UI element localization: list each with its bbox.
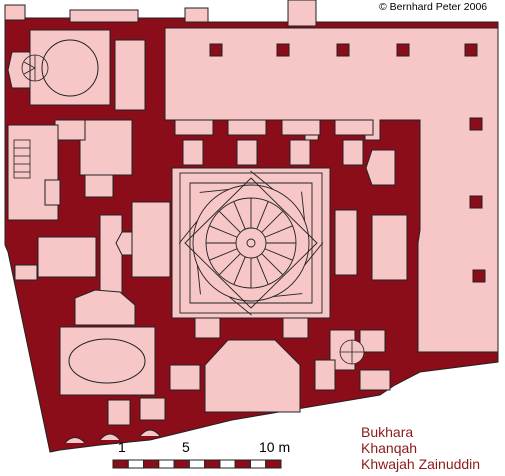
scale-segment bbox=[219, 459, 236, 469]
dome-spoke bbox=[261, 210, 284, 233]
scale-segment bbox=[249, 459, 267, 469]
dome-star-line bbox=[250, 170, 274, 190]
scale-segment bbox=[173, 459, 190, 469]
scale-tick-5: 5 bbox=[182, 439, 190, 455]
dome-star-line bbox=[196, 265, 201, 295]
dome-star-line bbox=[273, 293, 303, 298]
scale-segment bbox=[234, 459, 251, 469]
scale-segment bbox=[127, 459, 145, 469]
dome-spoke bbox=[218, 210, 241, 233]
lower-dome bbox=[68, 338, 146, 384]
rooms bbox=[4, 0, 499, 444]
scale-tick-1: 1 bbox=[118, 439, 126, 455]
spiral-stair-bottom bbox=[339, 339, 365, 365]
spiral-stair-top bbox=[21, 54, 49, 82]
stairs-left bbox=[13, 139, 31, 179]
dome-spoke bbox=[264, 225, 293, 238]
dome-spoke bbox=[209, 225, 238, 238]
dome-spoke bbox=[233, 201, 246, 230]
scale-segment bbox=[204, 459, 221, 469]
title-type: Khanqah bbox=[361, 440, 418, 456]
dome-spoke bbox=[209, 248, 238, 261]
dome-star-line bbox=[301, 191, 306, 221]
dome-spoke bbox=[256, 201, 269, 230]
dome-star-line bbox=[199, 188, 229, 193]
dome-spoke bbox=[233, 256, 246, 285]
dome-star-line bbox=[178, 220, 198, 244]
dome-spoke bbox=[218, 253, 241, 276]
title-name: Khwajah Zainuddin bbox=[361, 456, 481, 472]
scale-segment bbox=[188, 459, 206, 469]
title-city: Bukhara bbox=[361, 424, 414, 440]
dome-star-line bbox=[304, 242, 324, 266]
copyright-label: © Bernhard Peter 2006 bbox=[379, 1, 488, 13]
courtyard-columns bbox=[209, 43, 486, 283]
scale-segment bbox=[265, 459, 282, 469]
scale-segment bbox=[143, 459, 160, 469]
dome-spoke bbox=[256, 256, 269, 285]
central-dome bbox=[178, 170, 324, 316]
scale-segment bbox=[112, 459, 129, 469]
scale-tick-10: 10 m bbox=[259, 439, 291, 455]
dome-spoke bbox=[261, 253, 284, 276]
scale-segment bbox=[158, 459, 175, 469]
dome-star-line bbox=[228, 296, 252, 316]
scale-bar bbox=[112, 459, 282, 469]
upper-dome bbox=[41, 39, 99, 97]
dome-spoke bbox=[264, 248, 293, 261]
